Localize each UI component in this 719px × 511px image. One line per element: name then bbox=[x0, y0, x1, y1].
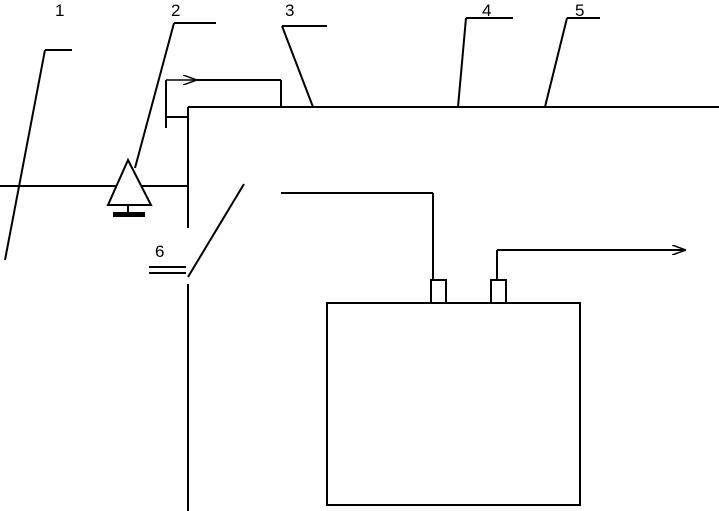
leader-5 bbox=[544, 17, 600, 108]
inlet-connector bbox=[430, 279, 447, 304]
bracket-arrow bbox=[165, 80, 282, 128]
switch-blade bbox=[187, 183, 245, 278]
leader-1 bbox=[4, 49, 72, 261]
feed-line bbox=[281, 192, 434, 280]
label-3: 3 bbox=[285, 1, 294, 20]
label-5: 5 bbox=[575, 1, 584, 20]
label-4: 4 bbox=[482, 1, 491, 20]
leader-4 bbox=[457, 17, 513, 108]
outlet-connector bbox=[490, 279, 507, 304]
label-6: 6 bbox=[155, 242, 164, 261]
contact-marks-6 bbox=[149, 266, 186, 274]
outlet-line bbox=[496, 250, 685, 280]
sensor-triangle bbox=[106, 157, 153, 217]
main-box bbox=[326, 302, 581, 506]
leader-2 bbox=[134, 22, 216, 169]
label-1: 1 bbox=[55, 1, 64, 20]
leader-3 bbox=[281, 25, 327, 108]
label-2: 2 bbox=[171, 1, 180, 20]
